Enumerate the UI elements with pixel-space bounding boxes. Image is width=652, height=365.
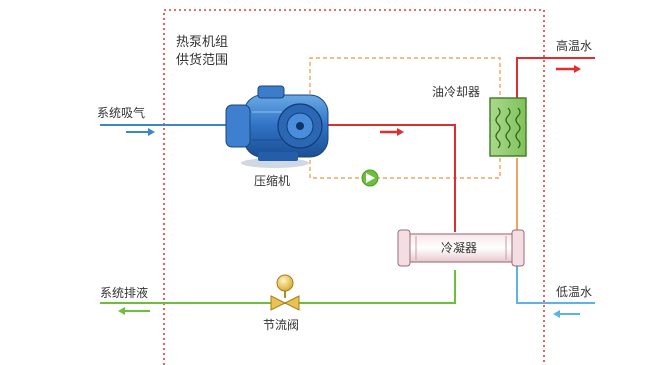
condenser-label: 冷凝器 <box>441 240 477 255</box>
liquid-line <box>100 270 456 304</box>
throttle-valve-label: 节流阀 <box>263 318 299 332</box>
cold-water-line <box>516 265 595 304</box>
cold-water-arrow <box>553 310 580 318</box>
liquid-out-arrow <box>118 307 150 315</box>
oil-pump-icon <box>361 169 379 187</box>
hot-water-label: 高温水 <box>556 38 592 53</box>
cold-water-label: 低温水 <box>556 285 592 299</box>
suction-label: 系统吸气 <box>97 105 145 120</box>
hot-water-line <box>516 57 595 100</box>
suction-arrow <box>126 128 155 136</box>
condenser-icon <box>397 229 525 267</box>
compressor-icon <box>225 85 329 168</box>
hot-water-arrow <box>556 65 581 73</box>
hot-gas-line <box>328 124 456 232</box>
oil-cooler-icon <box>489 97 527 157</box>
discharge-liquid-label: 系统排液 <box>100 285 148 300</box>
hot-gas-arrow <box>380 128 404 136</box>
supply-scope-boundary <box>163 9 545 365</box>
throttle-valve-icon <box>270 274 300 311</box>
compressor-label: 压缩机 <box>254 173 290 188</box>
supply-scope-title: 热泵机组 <box>176 35 228 50</box>
supply-scope-subtitle: 供货范围 <box>176 52 228 68</box>
oil-loop <box>309 57 501 179</box>
oil-cooler-label: 油冷却器 <box>432 85 480 99</box>
